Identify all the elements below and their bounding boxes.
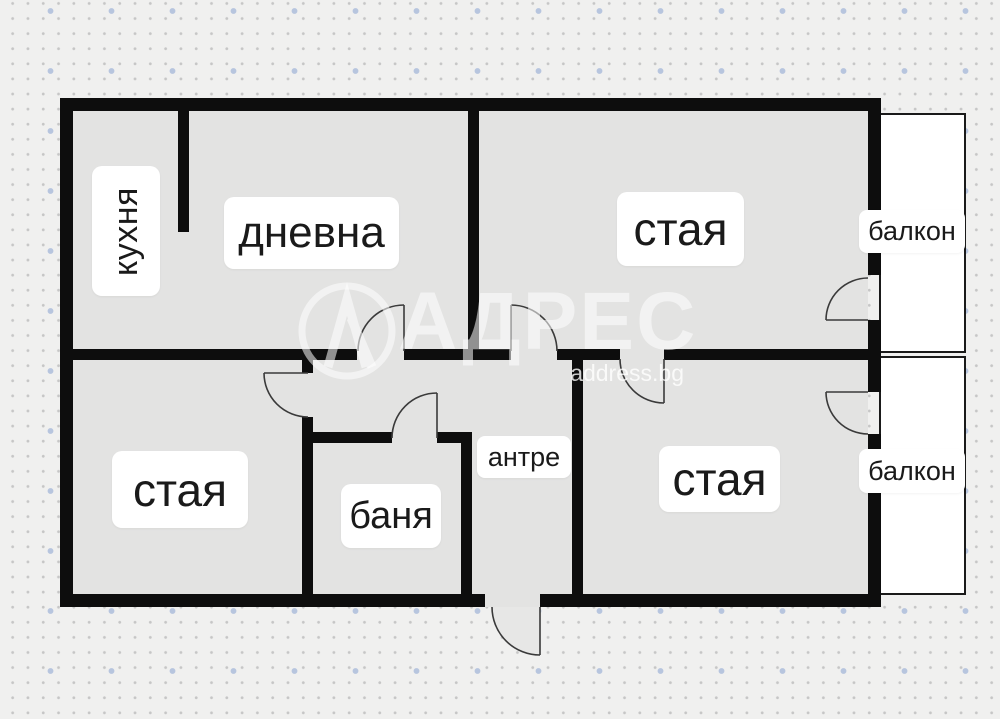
wall-bathroom-top-left [302, 432, 392, 443]
room-label-hallway: антре [477, 436, 571, 478]
room-label-balcony-bottom: балкон [859, 449, 965, 493]
wall-kitchen-divider [178, 111, 189, 232]
wall-exterior-right-middle [868, 320, 881, 392]
room-label-room-bottom-right: стая [659, 446, 780, 512]
wall-exterior-bottom-right [540, 594, 881, 607]
room-label-room-top-right: стая [617, 192, 744, 266]
wall-hallway-room-divider [572, 360, 583, 594]
wall-exterior-bottom-left [60, 594, 485, 607]
entrance-door-sector [492, 607, 540, 655]
wall-living-room-divider [468, 111, 479, 349]
room-label-bathroom: баня [341, 484, 441, 548]
entrance-door-arc [491, 606, 541, 656]
wall-room-bl-divider [302, 417, 313, 594]
room-label-kitchen-text: кухня [106, 186, 145, 276]
wall-exterior-left [60, 98, 73, 607]
wall-middle-segment-2 [404, 349, 511, 360]
wall-middle-segment-3 [557, 349, 620, 360]
room-label-living-room: дневна [224, 197, 399, 269]
wall-room-bl-divider-stub [302, 360, 313, 373]
wall-exterior-top [60, 98, 881, 111]
room-label-room-bottom-left: стая [112, 451, 248, 528]
wall-middle-segment-1 [73, 349, 357, 360]
room-label-balcony-top: балкон [859, 210, 965, 253]
wall-bathroom-right [461, 432, 472, 594]
room-label-kitchen: кухня [92, 166, 160, 296]
wall-bathroom-top-right [437, 432, 472, 443]
wall-middle-segment-4 [664, 349, 868, 360]
entrance-doorway-floor [485, 594, 540, 607]
